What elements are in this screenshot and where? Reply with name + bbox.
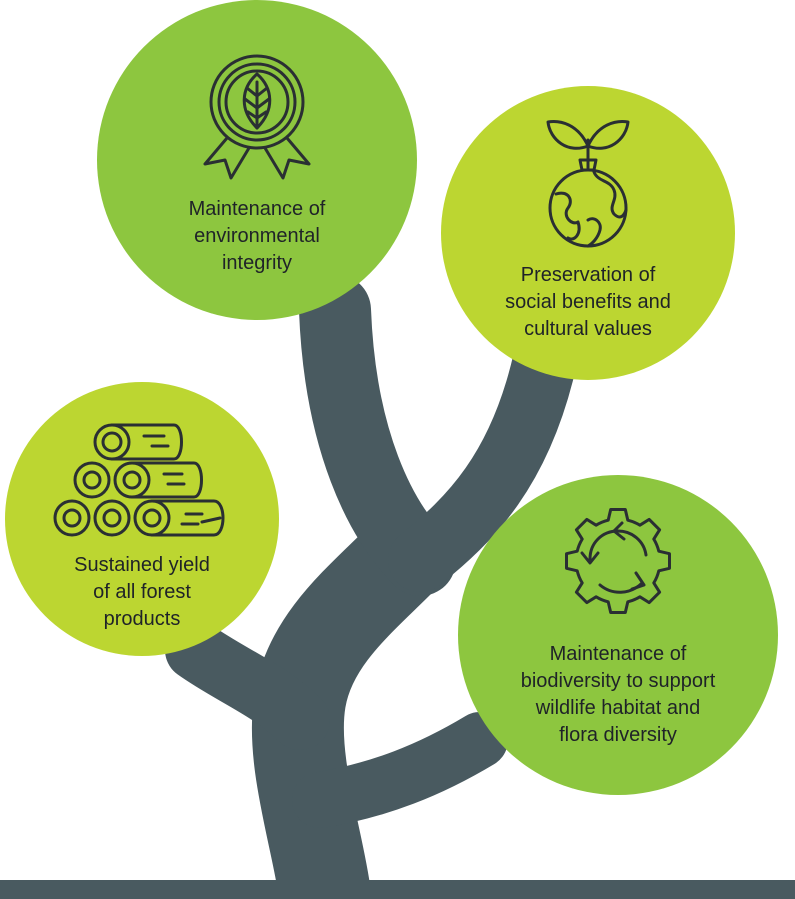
sprouting-globe-icon [546,120,630,248]
node-biodiversity: Maintenance of biodiversity to support w… [458,475,778,795]
log-pile-icon [53,423,225,537]
node-environmental-integrity: Maintenance of environmental integrity [97,0,417,320]
node-social-cultural: Preservation of social benefits and cult… [441,86,735,380]
branch-biodiversity [292,712,508,828]
gear-cycle-icon [565,508,671,614]
branch-yield [165,620,330,750]
ground-bar [0,880,795,899]
leaf-badge-icon [203,54,311,180]
node-sustained-yield: Sustained yield of all forest products [5,382,279,656]
branch-social [388,328,577,592]
node-label: Maintenance of biodiversity to support w… [520,643,716,746]
node-label: Preservation of social benefits and cult… [505,264,671,340]
node-label: Sustained yield of all forest products [74,554,210,630]
branch-environmental [299,274,456,596]
node-label: Maintenance of environmental integrity [188,198,326,274]
